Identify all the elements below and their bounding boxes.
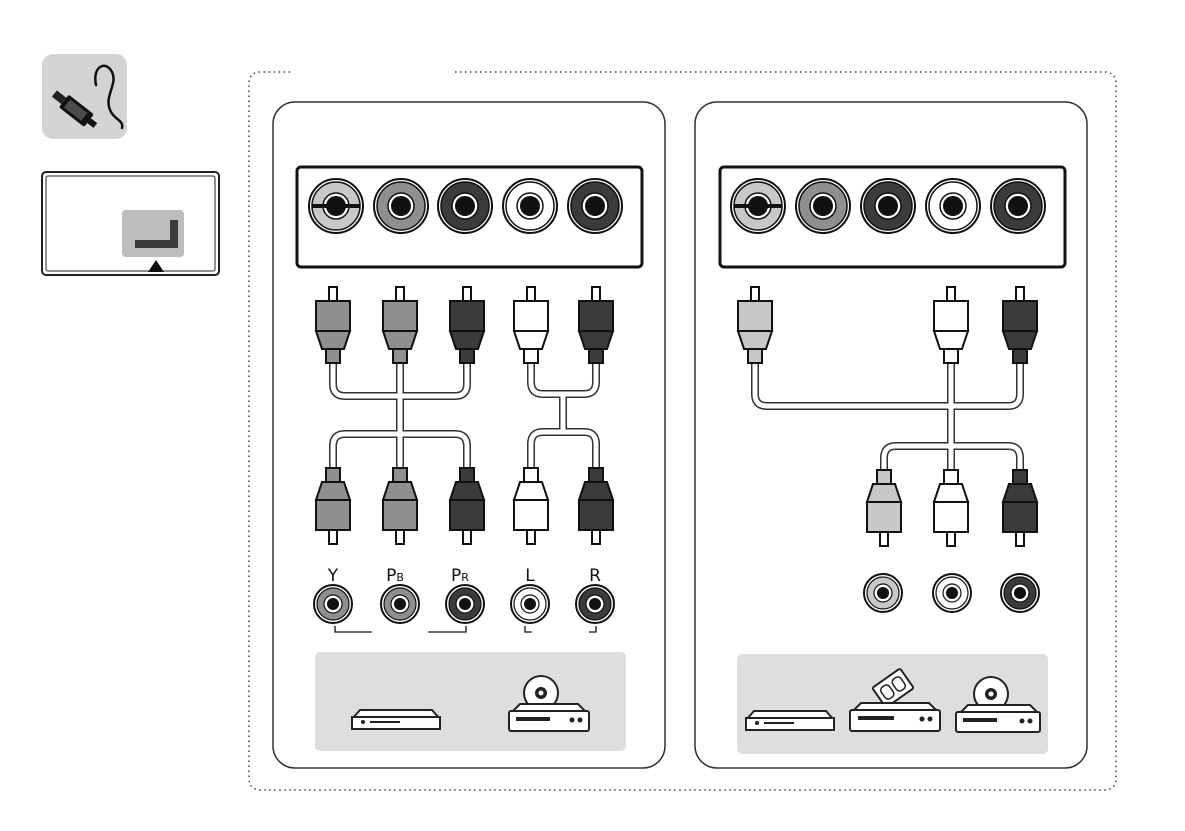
tv-rear-panel-icon <box>42 172 219 275</box>
tv-jack-light-gray <box>309 179 363 233</box>
device-port-mid-gray <box>314 585 352 623</box>
tv-jack-dark <box>568 179 622 233</box>
tv-jack-white <box>926 179 980 233</box>
tv-jack-white <box>503 179 557 233</box>
rca-cable-icon <box>42 54 127 139</box>
device-port-white <box>511 585 549 623</box>
device-port-dark <box>446 585 484 623</box>
tv-jack-mid-gray <box>796 179 850 233</box>
tv-jack-dark <box>438 179 492 233</box>
left-jack-row <box>309 179 622 233</box>
device-port-mid-gray <box>381 585 419 623</box>
right-device-ports <box>864 574 1039 612</box>
port-label-pr-sub: R <box>461 571 469 584</box>
device-port-white <box>933 574 971 612</box>
port-label-pr: P <box>451 566 461 586</box>
port-label-r: R <box>589 566 601 586</box>
tv-jack-light-gray <box>731 179 785 233</box>
port-label-y: Y <box>327 566 339 586</box>
tv-jack-dark <box>861 179 915 233</box>
tv-jack-mid-gray <box>374 179 428 233</box>
tv-jack-dark <box>991 179 1045 233</box>
slim-player-icon <box>746 711 834 730</box>
port-label-l: L <box>525 566 535 586</box>
right-jack-row <box>731 179 1045 233</box>
device-port-light-gray <box>864 574 902 612</box>
device-port-dark <box>576 585 614 623</box>
slim-player-icon <box>352 710 440 729</box>
port-label-pb: P <box>386 566 396 586</box>
port-label-pb-sub: B <box>396 571 404 584</box>
device-port-dark <box>1001 574 1039 612</box>
left-device-tray <box>315 652 626 751</box>
